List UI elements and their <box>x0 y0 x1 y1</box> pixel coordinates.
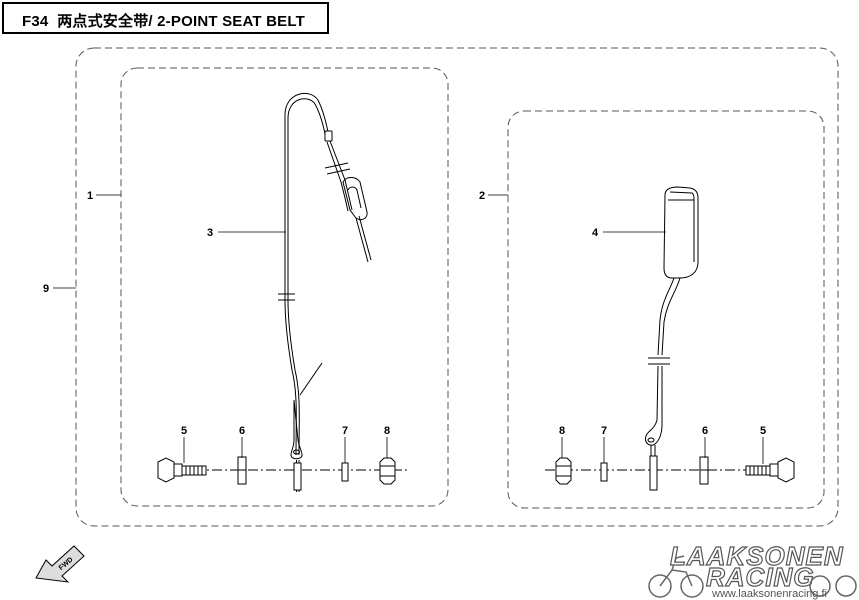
svg-text:5: 5 <box>181 425 187 437</box>
callout-5-right: 5 <box>760 425 766 464</box>
diagram-code: F34 <box>22 13 49 30</box>
callout-7-left: 7 <box>342 425 348 463</box>
hardware-left <box>157 456 410 491</box>
seat-belt-strap <box>278 92 372 492</box>
callout-4: 4 <box>592 227 666 239</box>
svg-text:8: 8 <box>559 425 565 437</box>
callout-8-right: 8 <box>559 425 565 458</box>
svg-text:5: 5 <box>760 425 766 437</box>
svg-text:9: 9 <box>43 283 49 295</box>
page-title: F34 两点式安全带/ 2-POINT SEAT BELT <box>22 10 305 31</box>
group-boundary-left <box>120 67 449 507</box>
svg-text:LAAKSONEN: LAAKSONEN <box>670 541 844 571</box>
svg-text:3: 3 <box>207 227 213 239</box>
hardware-right <box>545 455 795 491</box>
svg-text:www.laaksonenracing.fi: www.laaksonenracing.fi <box>711 588 827 600</box>
svg-text:8: 8 <box>384 425 390 437</box>
svg-text:4: 4 <box>592 227 599 239</box>
watermark-logo: LAAKSONEN RACING www.laaksonenracing.fi <box>648 540 857 600</box>
svg-text:7: 7 <box>601 425 607 437</box>
callout-1: 1 <box>87 190 121 202</box>
svg-text:RACING: RACING <box>706 562 815 592</box>
callout-5-left: 5 <box>181 425 187 463</box>
group-boundary-right <box>507 110 825 509</box>
callout-8-left: 8 <box>384 425 390 458</box>
callout-6-right: 6 <box>702 425 708 458</box>
fwd-arrow-icon: FWD <box>35 545 85 583</box>
seat-belt-buckle <box>644 186 699 456</box>
callout-2: 2 <box>479 190 508 202</box>
callout-9: 9 <box>43 283 76 295</box>
title-box: F34 两点式安全带/ 2-POINT SEAT BELT <box>2 2 329 34</box>
svg-text:1: 1 <box>87 190 93 202</box>
callout-3: 3 <box>207 227 286 239</box>
svg-text:2: 2 <box>479 190 485 202</box>
svg-text:6: 6 <box>239 425 245 437</box>
diagram-title: 两点式安全带/ 2-POINT SEAT BELT <box>57 13 305 30</box>
svg-text:6: 6 <box>702 425 708 437</box>
callout-6-left: 6 <box>239 425 245 458</box>
callout-7-right: 7 <box>601 425 607 463</box>
svg-text:7: 7 <box>342 425 348 437</box>
assembly-boundary <box>75 47 839 527</box>
